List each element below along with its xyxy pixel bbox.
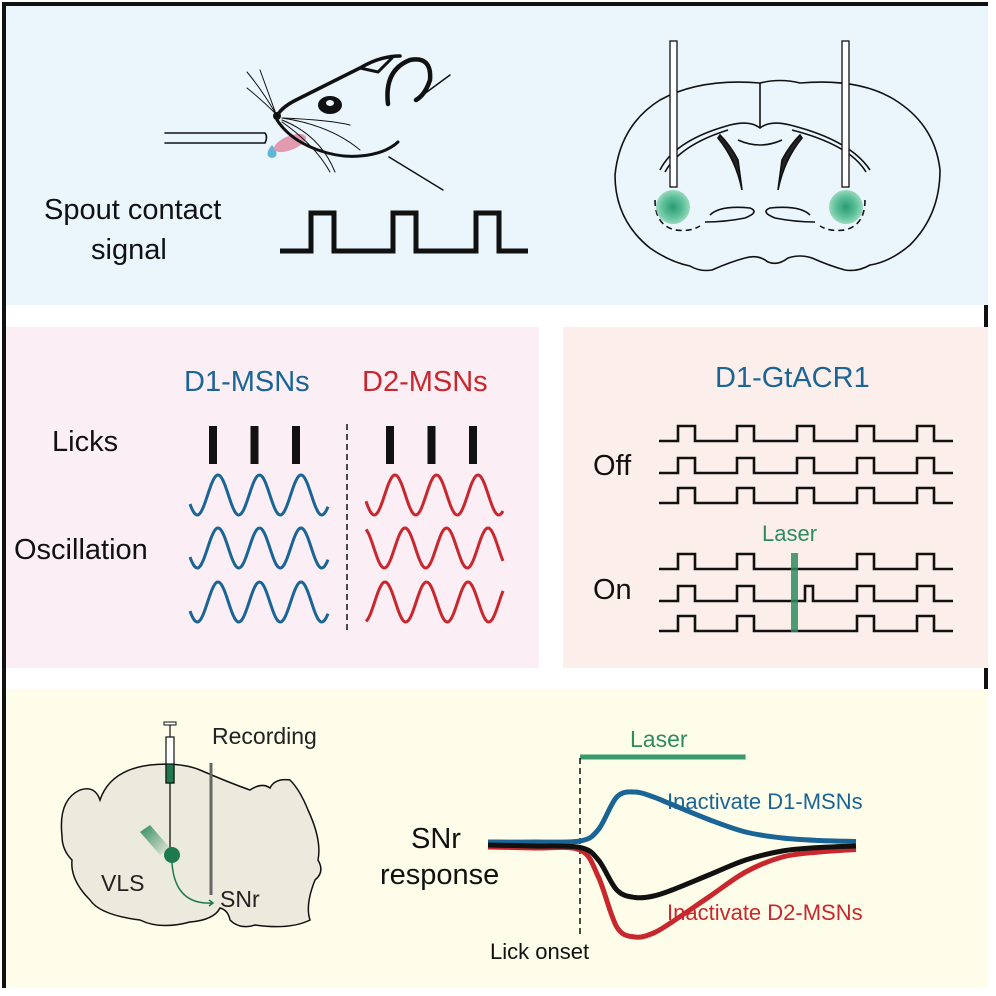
mouse-head-icon (164, 54, 451, 191)
on-pulse-train (659, 552, 953, 571)
top-panel-task-setup (6, 6, 988, 305)
sagittal-brain-icon (60, 763, 322, 928)
oscillation-row-label: Oscillation (14, 534, 148, 566)
curve-control (487, 842, 857, 901)
off-condition-label: Off (593, 450, 632, 482)
off-pulse-train (659, 424, 953, 443)
spout-contact-label-line2: signal (91, 234, 167, 266)
d1-oscillation-wave (188, 526, 330, 570)
d1-gtacr1-title: D1-GtACR1 (715, 362, 870, 394)
d2-oscillation-wave (364, 473, 505, 517)
signal-label: signal (91, 236, 167, 265)
lick-spout-icon (164, 132, 268, 144)
curve-inactivate-d1-msns (487, 789, 857, 845)
snr-region-label: SNr (220, 886, 260, 912)
d1-lick-mark (209, 426, 217, 464)
injection-syringe-icon (163, 721, 177, 848)
vls-label: VLS (101, 870, 145, 896)
d2-curve-label: Inactivate D2-MSNs (667, 900, 863, 925)
coronal-brain-section-icon (614, 79, 941, 272)
on-pulse-train (659, 584, 953, 603)
on-condition-label: On (593, 574, 632, 606)
lick-pulse-trains (659, 424, 953, 633)
d1-lick-mark (292, 426, 300, 464)
d1-lick-mark (250, 426, 259, 464)
spout-contact-signal-trace (280, 210, 528, 254)
snr-response-ylabel-line1: SNr (411, 823, 461, 855)
licks-row-label: Licks (52, 426, 119, 458)
d2-oscillation-wave (364, 580, 505, 624)
d1-curve-label: Inactivate D1-MSNs (667, 789, 863, 814)
on-pulse-train (659, 614, 953, 633)
spout-contact-label: Spout contact (44, 196, 221, 225)
snr-response-ylabel-line2: response (380, 859, 500, 891)
recording-label: Recording (212, 723, 317, 749)
d2-oscillation-wave (364, 526, 505, 570)
d2-lick-mark (469, 426, 477, 464)
tongue-icon (274, 133, 306, 153)
d2-msns-header: D2-MSNs (362, 366, 488, 398)
vls-snr-projection-axon (171, 862, 215, 907)
laser-pulse-bar (791, 553, 798, 632)
laser-label-chart: Laser (630, 726, 688, 752)
d2-lick-mark (427, 426, 436, 464)
d1-msns-header: D1-MSNs (184, 366, 310, 398)
lick-marks (209, 426, 477, 464)
off-pulse-train (659, 486, 953, 505)
lick-onset-label: Lick onset (490, 939, 590, 964)
optic-fiber-left-icon (656, 40, 690, 224)
d1-oscillation-wave (188, 473, 330, 517)
optic-fiber-right-icon (829, 40, 863, 224)
laser-label-middle: Laser (762, 521, 818, 546)
snr-response-chart (487, 754, 857, 940)
light-cone-icon (140, 825, 170, 855)
d2-lick-mark (386, 426, 394, 464)
d1-oscillation-wave (188, 580, 330, 624)
spout-contact-label-line1: Spout contact (44, 194, 222, 226)
off-pulse-train (659, 456, 953, 475)
oscillation-waves (188, 473, 505, 624)
vls-neuron-icon (164, 847, 180, 863)
